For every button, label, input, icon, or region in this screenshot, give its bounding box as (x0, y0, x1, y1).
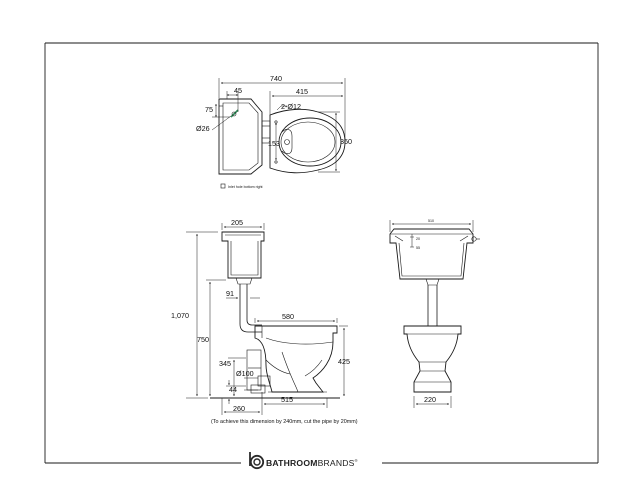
dim-side-100: Ø100 (236, 369, 254, 378)
dim-side-345: 345 (219, 359, 231, 368)
front-dimensions: 510 20 55 220 (389, 219, 474, 408)
side-cistern (221, 231, 265, 285)
dim-side-1070: 1,070 (171, 311, 189, 320)
dim-front-510: 510 (428, 219, 434, 223)
dim-plan-415: 415 (296, 87, 308, 96)
dim-side-260: 260 (233, 404, 245, 413)
dim-side-425: 425 (338, 357, 350, 366)
inlet-note: Inlet hole bottom right (220, 183, 263, 189)
dim-plan-inlet-dia: Ø26 (196, 124, 210, 133)
front-cistern (389, 228, 480, 286)
dim-side-205: 205 (231, 218, 243, 227)
bathroombrands-logo-icon (249, 452, 265, 470)
side-flush-pipe (239, 284, 262, 333)
plan-cistern (218, 98, 263, 175)
side-view: 205 1,070 91 580 750 425 345 Ø100 (171, 218, 358, 425)
dim-side-91: 91 (226, 289, 234, 298)
plan-dimensions: 740 45 415 2-Ø12 75 Ø26 153 360 (196, 74, 352, 173)
dim-plan-45: 45 (234, 86, 242, 95)
brand-logo: BATHROOMBRANDS® (249, 452, 358, 470)
dim-side-580: 580 (282, 312, 294, 321)
svg-text:Inlet hole bottom right: Inlet hole bottom right (228, 185, 263, 189)
dim-front-20: 20 (416, 237, 420, 241)
dim-plan-fixing: 2-Ø12 (281, 102, 301, 111)
dim-plan-360: 360 (340, 137, 352, 146)
pipe-cut-note: (To achieve this dimension by 240mm, cut… (211, 419, 358, 425)
plan-pan (269, 108, 346, 174)
dim-plan-75: 75 (205, 105, 213, 114)
dim-side-515: 515 (281, 395, 293, 404)
dim-front-55: 55 (416, 246, 420, 250)
dim-plan-overall: 740 (270, 74, 282, 83)
flush-lever-icon (471, 236, 477, 242)
dim-side-750: 750 (197, 335, 209, 344)
page-frame (44, 42, 599, 464)
front-pan (403, 325, 462, 393)
front-view: 510 20 55 220 (389, 219, 480, 408)
dim-front-220: 220 (424, 395, 436, 404)
side-pan (254, 325, 338, 398)
side-dimensions: 205 1,070 91 580 750 425 345 Ø100 (171, 218, 350, 415)
brand-name: BATHROOMBRANDS® (266, 458, 358, 468)
dim-side-44: 44 (229, 385, 237, 394)
inlet-marker-icon (230, 109, 239, 118)
front-flush-pipe (427, 285, 438, 326)
plan-view: 740 45 415 2-Ø12 75 Ø26 153 360 (196, 74, 352, 189)
dim-plan-153: 153 (268, 139, 280, 148)
